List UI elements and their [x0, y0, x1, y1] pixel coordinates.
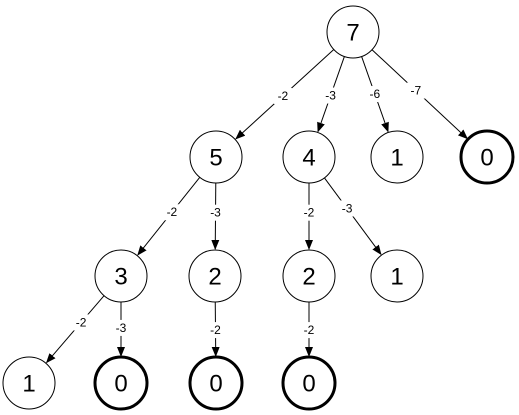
goal-node: 0: [459, 129, 515, 185]
tree-node: 3: [94, 249, 148, 303]
edge-n4-to-n1b: -3: [324, 177, 382, 256]
edge-label: -2: [167, 205, 178, 219]
edge-label-background: [338, 200, 357, 217]
node-circle: [188, 249, 242, 303]
edge-label: -3: [116, 321, 127, 335]
nodes-layer: 7 5 4 1 0 3 2 2 1 1 0 0 0: [2, 5, 515, 411]
node-circle: [370, 130, 424, 184]
node-value: 4: [302, 145, 315, 172]
goal-node-circle: [93, 355, 149, 411]
edge-n4-to-n2b: -2: [300, 183, 318, 250]
edge-label: -3: [210, 206, 221, 220]
tree-node: 1: [2, 356, 56, 410]
node-circle: [94, 249, 148, 303]
goal-node: 0: [93, 355, 149, 411]
edge-root-to-n0a: -7: [371, 49, 468, 140]
edge-label: -2: [304, 323, 315, 337]
node-value: 2: [302, 264, 315, 291]
edge-label-background: [321, 87, 340, 104]
node-value: 3: [114, 264, 127, 291]
goal-node-circle: [281, 355, 337, 411]
node-value: 1: [390, 264, 403, 291]
node-value: 2: [208, 264, 221, 291]
node-value: 0: [302, 371, 315, 398]
node-value: 1: [22, 371, 35, 398]
node-circle: [282, 130, 336, 184]
tree-node: 2: [282, 249, 336, 303]
edge-label-background: [112, 319, 130, 336]
tree-node: 1: [370, 130, 424, 184]
goal-node: 0: [188, 355, 244, 411]
tree-node: 7: [326, 5, 380, 59]
edge-root-to-n4: -3: [317, 56, 345, 133]
edge-n3-to-n1c: -2: [45, 295, 105, 364]
node-circle: [326, 5, 380, 59]
node-value: 0: [114, 371, 127, 398]
edge-label: -2: [210, 323, 221, 337]
edge-label-background: [206, 204, 225, 221]
tree-node: 5: [189, 130, 243, 184]
node-circle: [2, 356, 56, 410]
edge-n5-to-n2a: -3: [206, 182, 225, 251]
edge-root-to-n1a: -6: [361, 56, 389, 133]
node-value: 5: [209, 145, 222, 172]
edge-label-background: [300, 204, 318, 221]
goal-node: 0: [281, 355, 337, 411]
node-value: 7: [346, 20, 359, 47]
node-value: 0: [209, 371, 222, 398]
node-value: 0: [480, 145, 493, 172]
edge-label-background: [206, 322, 225, 339]
edges-layer: -2 -3 -6 -7 -2 -3 -2 -3 -2 -3 -2 -2: [45, 49, 468, 364]
node-circle: [370, 249, 424, 303]
edge-label-background: [72, 314, 91, 331]
edge-label-background: [162, 204, 181, 221]
edge-label: -2: [304, 206, 315, 220]
node-value: 1: [390, 145, 403, 172]
goal-node-circle: [188, 355, 244, 411]
edge-n2a-to-n0c: -2: [206, 301, 225, 358]
edge-label: -6: [369, 87, 380, 101]
edge-label: -7: [410, 84, 421, 98]
edge-label: -3: [325, 89, 336, 103]
edge-root-to-n5: -2: [235, 49, 335, 140]
edge-n5-to-n3: -2: [137, 177, 201, 256]
node-circle: [189, 130, 243, 184]
goal-node-circle: [459, 129, 515, 185]
tree-node: 1: [370, 249, 424, 303]
node-circle: [282, 249, 336, 303]
tree-node: 2: [188, 249, 242, 303]
edge-label-background: [365, 86, 384, 103]
edge-label-background: [300, 322, 318, 339]
edge-label-background: [406, 82, 425, 99]
edge-n3-to-n0b: -3: [112, 302, 130, 357]
tree-node: 4: [282, 130, 336, 184]
edge-label: -2: [278, 89, 289, 103]
edge-label-background: [273, 87, 292, 104]
edge-n2b-to-n0d: -2: [300, 302, 318, 357]
edge-label: -2: [76, 315, 87, 329]
edge-label: -3: [342, 201, 353, 215]
